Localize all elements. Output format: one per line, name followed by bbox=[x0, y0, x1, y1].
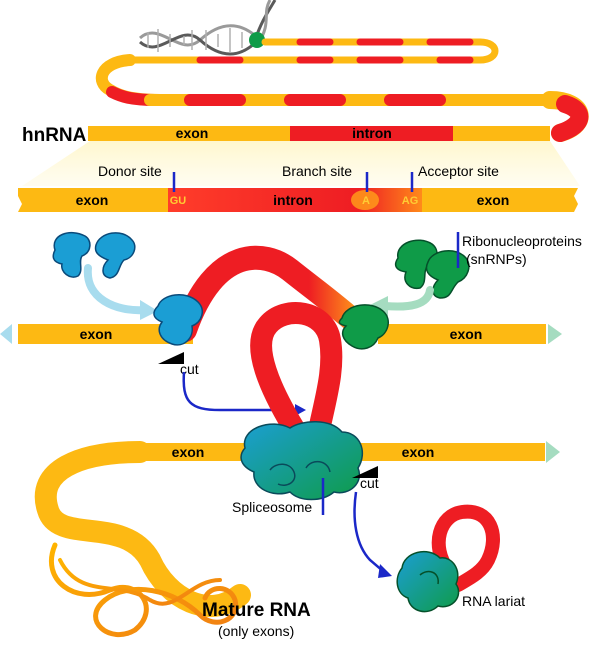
mature-rna-label: Mature RNA bbox=[202, 600, 311, 621]
hnrna-intron-label: intron bbox=[352, 125, 392, 141]
green-binding-arrow bbox=[381, 286, 434, 311]
site-pointers bbox=[172, 172, 414, 192]
blue-binding-arrow bbox=[83, 264, 149, 315]
cut-marker-1 bbox=[158, 352, 184, 364]
binding-exon-right-label: exon bbox=[450, 326, 483, 342]
snrnp-label-line1: Ribonucleoproteins bbox=[462, 233, 582, 249]
intron-loop bbox=[250, 302, 343, 446]
cut-marker-2 bbox=[352, 466, 378, 478]
cut-arrow-2-head bbox=[378, 564, 392, 578]
a-site: A bbox=[362, 195, 370, 207]
ag-site: AG bbox=[402, 195, 419, 207]
snrnp-blue-free bbox=[52, 231, 136, 279]
snrnp-label-line2: (snRNPs) bbox=[466, 251, 527, 267]
detail-exon-right-label: exon bbox=[477, 192, 510, 208]
binding-exon-left-label: exon bbox=[80, 326, 113, 342]
cut-arrow-1-head bbox=[295, 404, 306, 416]
cut-arrow-2 bbox=[353, 491, 385, 573]
rna-lariat-label: RNA lariat bbox=[462, 593, 525, 609]
blue-arrow-head bbox=[140, 300, 158, 320]
splice-exon-right-label: exon bbox=[402, 444, 435, 460]
detail-strand bbox=[18, 188, 578, 212]
rna-polymerase-dot bbox=[249, 32, 265, 48]
zoom-fan bbox=[22, 141, 580, 186]
detail-intron-label: intron bbox=[273, 192, 313, 208]
snrnp-green-bound bbox=[338, 304, 389, 350]
mature-rna-sublabel: (only exons) bbox=[218, 623, 294, 639]
cut-label-2: cut bbox=[360, 475, 379, 491]
mature-rna-squiggle bbox=[48, 542, 239, 637]
gu-site: GU bbox=[170, 195, 187, 207]
snrnp-blue-bound bbox=[153, 294, 203, 346]
binding-strand bbox=[0, 245, 562, 344]
branch-site-label: Branch site bbox=[282, 163, 352, 179]
spliceosome-label: Spliceosome bbox=[232, 499, 312, 515]
mature-rna-tail bbox=[34, 441, 251, 617]
donor-site-label: Donor site bbox=[98, 163, 162, 179]
acceptor-site-label: Acceptor site bbox=[418, 163, 499, 179]
spliceosome-strand bbox=[34, 441, 560, 617]
lariat-snrnps bbox=[396, 550, 460, 613]
rna-lariat-loop bbox=[431, 504, 500, 592]
hnrna-title: hnRNA bbox=[22, 125, 87, 146]
hnrna-exon-label: exon bbox=[176, 125, 209, 141]
splice-exon-left-label: exon bbox=[172, 444, 205, 460]
cut-arrow-1 bbox=[182, 371, 295, 412]
hnrna-serpentine bbox=[95, 38, 589, 142]
detail-exon-left-label: exon bbox=[76, 192, 109, 208]
spliceosome-complex bbox=[240, 421, 363, 501]
hnrna-strand bbox=[88, 126, 550, 141]
